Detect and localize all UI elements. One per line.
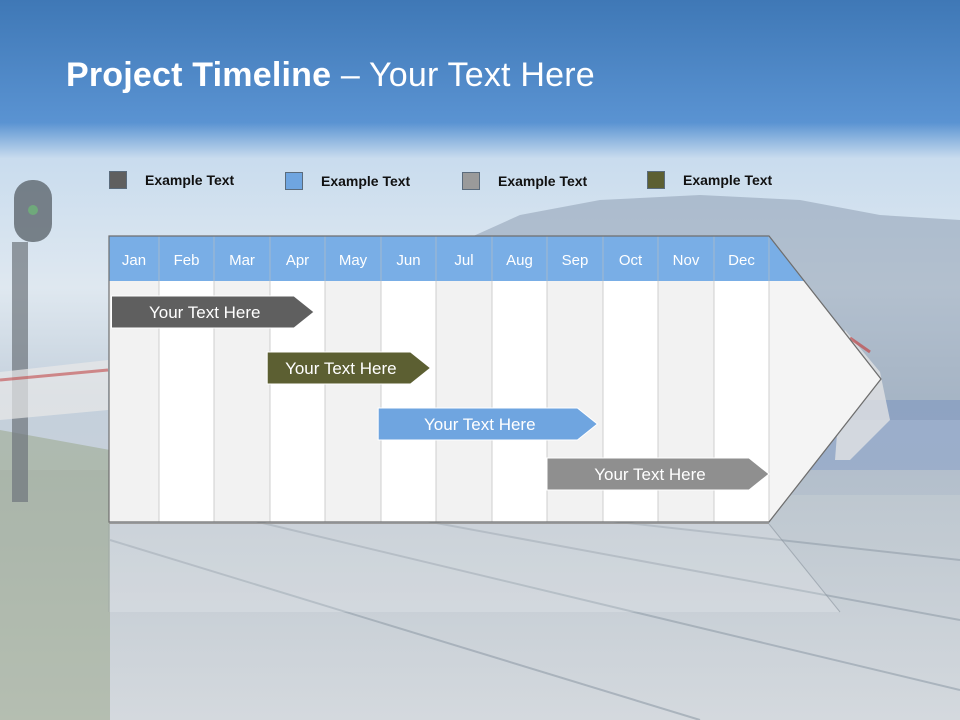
legend-swatch-2	[285, 172, 303, 190]
month-label-oct: Oct	[619, 252, 643, 269]
month-label-may: May	[339, 252, 368, 269]
title-rest: – Your Text Here	[331, 56, 595, 94]
month-column-may	[325, 281, 381, 522]
legend-label-4: Example Text	[683, 172, 773, 188]
timeline-bar-shape	[111, 295, 315, 329]
month-label-feb: Feb	[174, 252, 200, 269]
timeline-header-band	[109, 236, 769, 281]
legend-swatch-3	[462, 172, 480, 190]
month-label-jul: Jul	[454, 252, 473, 269]
month-label-dec: Dec	[728, 252, 755, 269]
timeline-bar-label: Your Text Here	[285, 359, 397, 378]
timeline-reflection	[108, 523, 841, 613]
legend-label-3: Example Text	[498, 173, 588, 189]
legend-item-4: Example Text	[647, 170, 772, 190]
month-column-jul	[436, 281, 492, 522]
month-column-aug	[492, 281, 547, 522]
month-label-mar: Mar	[229, 252, 255, 269]
legend-item-1: Example Text	[109, 170, 234, 190]
timeline-bar-3: Your Text Here	[377, 407, 599, 441]
timeline-bar-1: Your Text Here	[111, 295, 315, 329]
timeline-reflection-shape	[109, 524, 840, 612]
legend-label-1: Example Text	[145, 172, 235, 188]
month-label-jan: Jan	[122, 252, 146, 269]
legend-item-3: Example Text	[462, 171, 587, 191]
timeline-body: Jan Feb Mar Apr May Jun Jul Aug Sep Oct Nov Dec	[108, 235, 882, 524]
timeline-reflection-edge	[768, 523, 841, 613]
timeline-bar-2: Your Text Here	[266, 351, 432, 385]
month-column-jun	[381, 281, 436, 522]
legend-item-2: Example Text	[285, 171, 410, 191]
page-title: Project Timeline – Your Text Here	[66, 56, 595, 95]
title-bold: Project Timeline	[66, 56, 332, 94]
month-label-apr: Apr	[286, 252, 309, 269]
legend-label-2: Example Text	[321, 173, 411, 189]
timeline-bar-shape	[377, 407, 599, 441]
timeline-bar-label: Your Text Here	[594, 465, 706, 484]
month-label-sep: Sep	[562, 252, 589, 269]
timeline-outline	[108, 235, 882, 523]
legend-swatch-1	[109, 171, 127, 189]
month-label-jun: Jun	[396, 252, 420, 269]
timeline-bar-4: Your Text Here	[546, 457, 770, 491]
timeline-bar-label: Your Text Here	[424, 415, 536, 434]
month-label-nov: Nov	[673, 252, 700, 269]
legend-swatch-4	[647, 171, 665, 189]
timeline-bar-shape	[266, 351, 432, 385]
timeline-bar-label: Your Text Here	[149, 303, 261, 322]
month-label-aug: Aug	[506, 252, 533, 269]
timeline-bar-shape	[546, 457, 770, 491]
